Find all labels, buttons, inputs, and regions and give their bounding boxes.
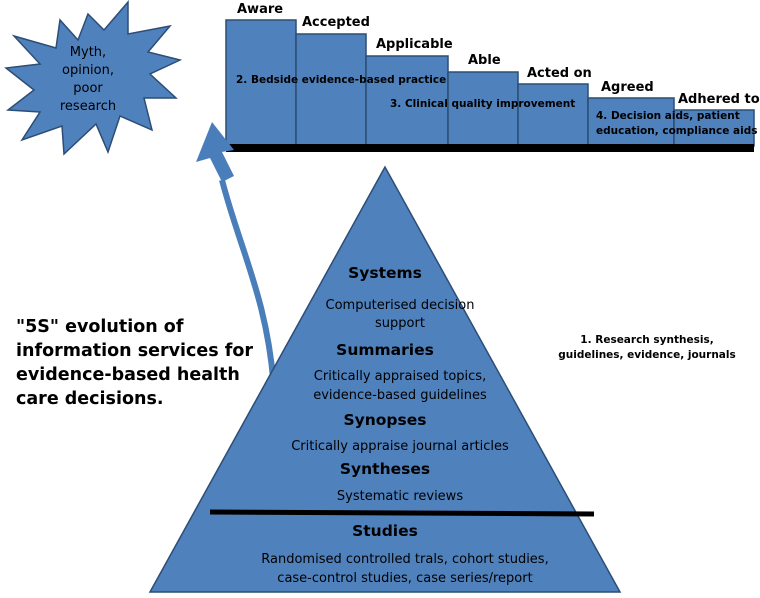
step-applicable (365, 55, 449, 147)
staircase-base-bar (226, 144, 754, 152)
staircase (225, 19, 755, 152)
syntheses-heading: Syntheses (339, 460, 431, 478)
step-accepted (295, 33, 367, 147)
pyramid-divider (209, 509, 595, 517)
synopses-heading: Synopses (343, 411, 427, 429)
summaries-text-1: Critically appraised topics, (313, 369, 487, 384)
research-synthesis-note: 1. Research synthesis, guidelines, evide… (558, 334, 736, 361)
studies-heading: Studies (352, 522, 418, 540)
step-label-aware: Aware (237, 2, 284, 17)
step-label-agreed: Agreed (601, 80, 654, 95)
starburst-shape (4, 0, 183, 156)
synopses-text: Critically appraise journal articles (291, 439, 509, 454)
annotation-bedside: 2. Bedside evidence-based practice (236, 74, 447, 86)
annotation-decision-2: education, compliance aids (596, 125, 758, 137)
step-adhered-to (673, 109, 755, 147)
syntheses-text: Systematic reviews (336, 489, 464, 504)
step-aware (225, 19, 297, 147)
step-label-accepted: Accepted (302, 15, 370, 30)
step-label-acted-on: Acted on (527, 66, 592, 81)
studies-text-1: Randomised controlled trals, cohort stud… (261, 552, 549, 567)
step-agreed (587, 97, 675, 147)
summaries-heading: Summaries (336, 341, 434, 359)
starburst-text: Myth, opinion, poor research (59, 45, 117, 114)
step-acted-on (517, 83, 589, 147)
summaries-text-2: evidence-based guidelines (313, 388, 487, 403)
diagram-title: "5S" evolution of information services f… (16, 317, 254, 409)
annotation-decision-1: 4. Decision aids, patient (596, 110, 740, 122)
pyramid-shape (148, 165, 622, 593)
evolution-arrowhead (196, 122, 234, 182)
systems-heading: Systems (348, 264, 422, 282)
step-able (447, 71, 519, 147)
step-label-applicable: Applicable (376, 37, 453, 52)
systems-text: Computerised decision support (325, 298, 475, 331)
evolution-arrow (219, 179, 277, 391)
step-label-adhered-to: Adhered to (678, 92, 760, 107)
annotation-clinical: 3. Clinical quality improvement (390, 98, 576, 110)
studies-text-2: case-control studies, case series/report (277, 571, 533, 586)
step-label-able: Able (468, 53, 501, 68)
